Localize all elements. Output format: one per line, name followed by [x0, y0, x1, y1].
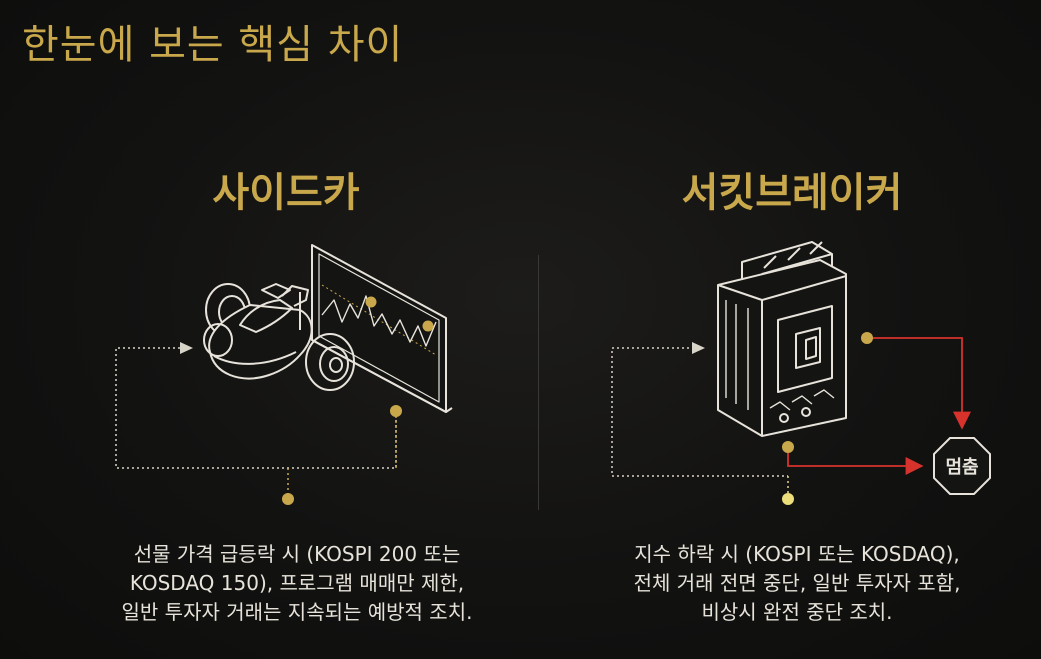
description-line: 일반 투자자 거래는 지속되는 예방적 조치. [121, 600, 473, 624]
sidecar-vehicle-icon [203, 283, 355, 391]
trigger-dot [861, 332, 873, 344]
arrow-head-icon [692, 342, 705, 354]
description-line: 전체 거래 전면 중단, 일반 투자자 포함, [633, 571, 961, 595]
connector-dot [282, 493, 294, 505]
arrow-head-icon [180, 342, 193, 354]
description-line: KOSDAQ 150), 프로그램 매매만 제한, [129, 571, 465, 595]
circuit-breaker-description: 지수 하락 시 (KOSPI 또는 KOSDAQ), 전체 거래 전면 중단, … [562, 540, 1032, 627]
chart-marker-dot [365, 296, 377, 308]
circuit-breaker-title: 서킷브레이커 [681, 170, 903, 216]
sidecar-connector-lines [115, 347, 397, 496]
center-divider [538, 255, 539, 510]
description-line: 비상시 완전 중단 조치. [701, 600, 893, 624]
sidecar-description: 선물 가격 급등락 시 (KOSPI 200 또는 KOSDAQ 150), 프… [62, 540, 532, 627]
connector-dot [782, 493, 794, 505]
stop-sign-label: 멈춤 [945, 457, 978, 478]
sidecar-illustration-icon [203, 244, 453, 413]
trigger-dot [782, 441, 794, 453]
sidecar-title: 사이드카 [212, 170, 360, 216]
circuit-breaker-connector-lines [611, 347, 789, 496]
description-line: 선물 가격 급등락 시 (KOSPI 200 또는 [133, 542, 461, 566]
chart-screen-icon [311, 244, 453, 413]
connector-dot [390, 405, 402, 417]
chart-marker-dot [422, 320, 434, 332]
page-title: 한눈에 보는 핵심 차이 [22, 22, 404, 68]
description-line: 지수 하락 시 (KOSPI 또는 KOSDAQ), [634, 542, 960, 566]
circuit-breaker-device-icon [717, 241, 847, 437]
stop-sign-icon: 멈춤 [933, 437, 991, 495]
stop-signal-arrows [787, 337, 971, 475]
